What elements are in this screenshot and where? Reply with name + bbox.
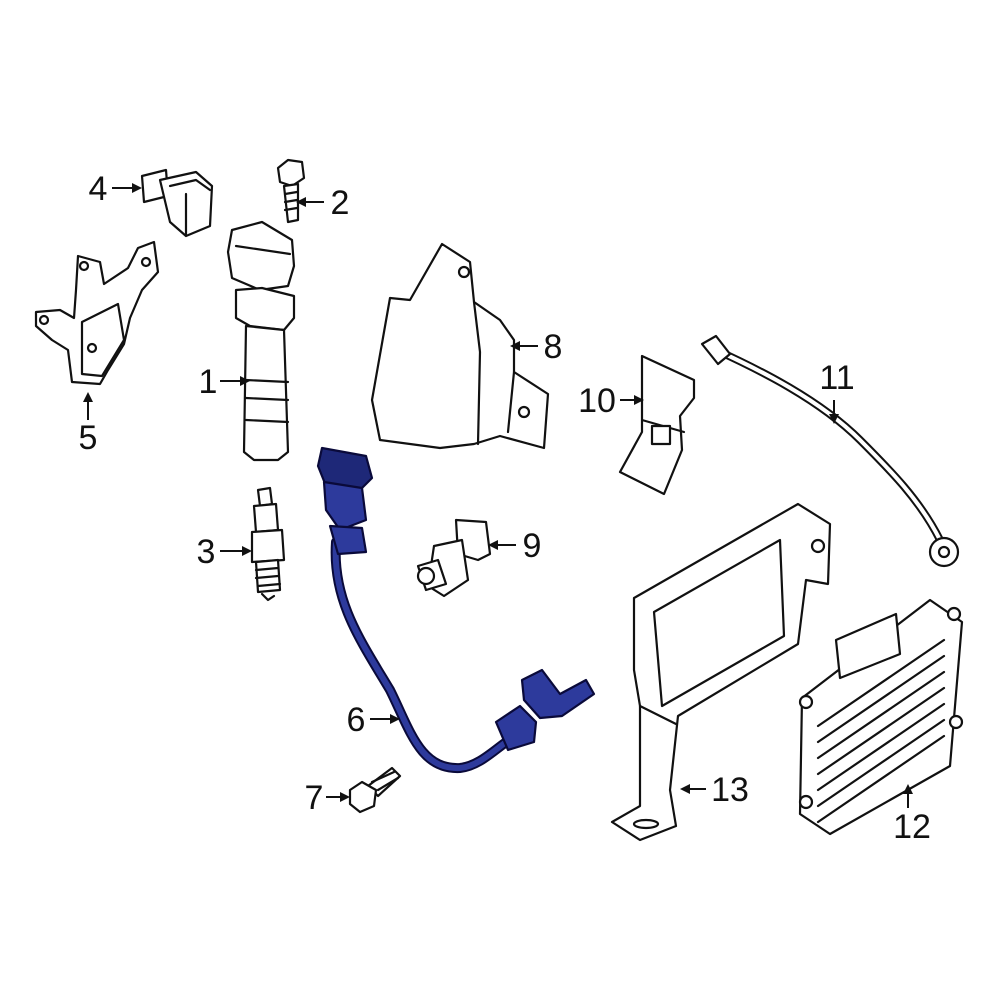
part-8-heat-shield bbox=[370, 242, 550, 450]
callout-4-arrowhead bbox=[132, 183, 142, 193]
part-10-bracket bbox=[618, 354, 696, 496]
part-11-sensor-cable bbox=[700, 334, 960, 568]
callout-12: 12 bbox=[893, 808, 931, 846]
callout-10: 10 bbox=[578, 382, 616, 420]
callout-4: 4 bbox=[89, 170, 108, 208]
callout-11: 11 bbox=[819, 359, 854, 397]
callout-2-arrowhead bbox=[296, 197, 306, 207]
part-3-spark-plug bbox=[250, 486, 286, 602]
part-9-sensor bbox=[416, 518, 492, 598]
callout-6: 6 bbox=[347, 701, 366, 739]
part-1-ignition-coil bbox=[226, 220, 296, 462]
part-5-bracket bbox=[34, 240, 160, 386]
part-6-crankshaft-sensor bbox=[316, 446, 596, 774]
callout-9-arrowhead bbox=[488, 540, 498, 550]
part-2-bolt bbox=[276, 158, 306, 224]
callout-arrows bbox=[83, 183, 913, 808]
callout-13-arrowhead bbox=[680, 784, 690, 794]
callout-10-arrowhead bbox=[634, 395, 644, 405]
callout-5: 5 bbox=[79, 419, 98, 457]
callout-8: 8 bbox=[544, 328, 563, 366]
callout-6-arrowhead bbox=[390, 714, 400, 724]
part-13-ecu-bracket bbox=[610, 502, 832, 842]
callout-2: 2 bbox=[331, 184, 350, 222]
callout-7-arrowhead bbox=[340, 792, 350, 802]
callout-9: 9 bbox=[523, 527, 542, 565]
callout-7: 7 bbox=[305, 779, 324, 817]
callout-1: 1 bbox=[199, 363, 218, 401]
callout-13: 13 bbox=[711, 771, 749, 809]
callout-3-arrowhead bbox=[242, 546, 252, 556]
callout-3: 3 bbox=[197, 533, 216, 571]
callout-8-arrowhead bbox=[510, 341, 520, 351]
callout-5-arrowhead bbox=[83, 392, 93, 402]
callout-numbers: 1 2 3 4 5 6 7 8 9 10 11 12 13 bbox=[79, 170, 931, 846]
callout-12-arrowhead bbox=[903, 784, 913, 794]
callout-1-arrowhead bbox=[240, 376, 250, 386]
part-4-relay bbox=[140, 168, 214, 238]
part-12-ecu bbox=[798, 598, 964, 836]
part-7-bolt bbox=[348, 766, 402, 814]
callout-11-arrowhead bbox=[829, 414, 839, 424]
